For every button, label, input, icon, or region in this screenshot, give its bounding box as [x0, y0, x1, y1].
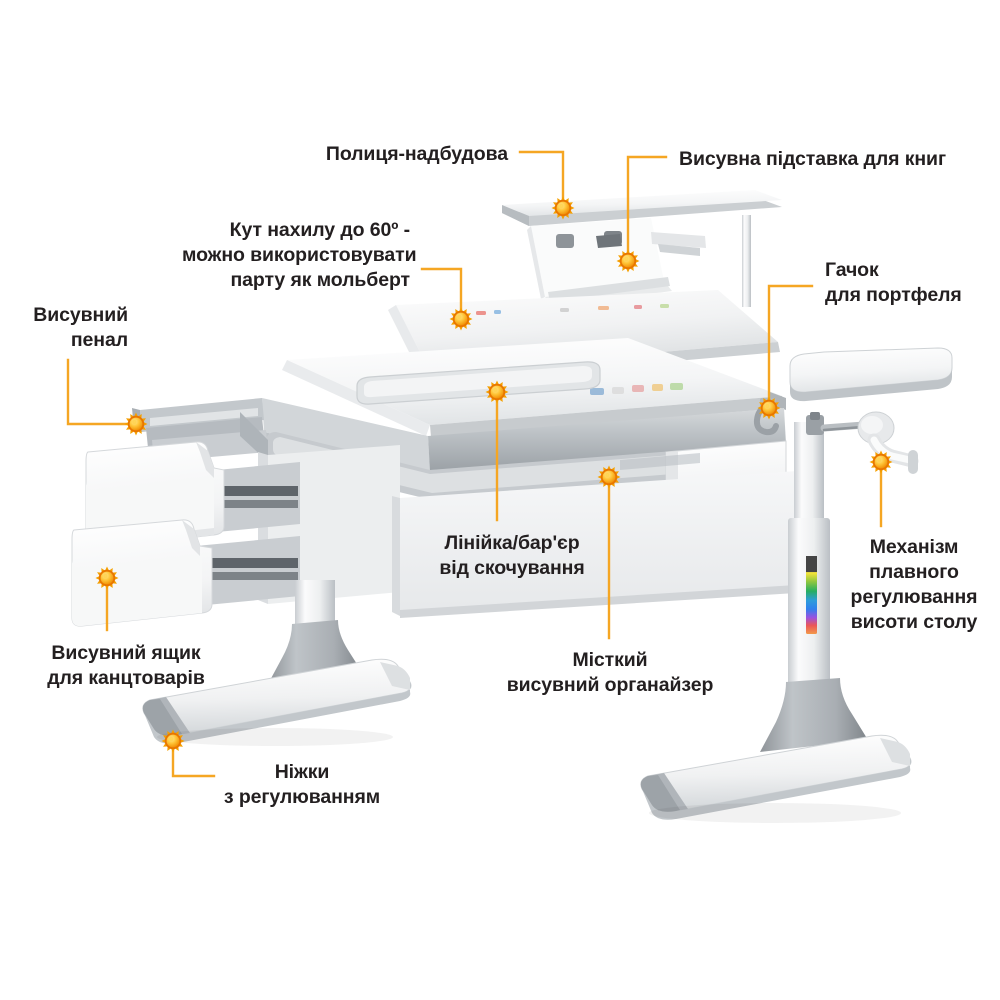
callout-marker-smooth-height-adjustment[interactable]	[869, 450, 893, 474]
callout-marker-pull-out-stationery-drawer[interactable]	[95, 566, 119, 590]
callout-line: Місткий	[572, 649, 648, 671]
callout-line: Механізм	[869, 536, 959, 558]
callout-label-shelf-superstructure: Полиця-надбудова	[312, 142, 508, 167]
callout-line: Висувна підставка для книг	[679, 148, 946, 170]
callout-line: регулювання	[850, 586, 978, 608]
callout-line: Лінійка/бар'єр	[444, 532, 580, 554]
callout-leader-lines	[66, 150, 883, 778]
callout-line: парту як мольберт	[230, 269, 411, 291]
callout-label-pull-out-stationery-drawer: Висувний ящик для канцтоварів	[32, 641, 220, 691]
marker-highlight	[103, 573, 108, 579]
callout-line: Ніжки	[274, 761, 330, 783]
callout-label-pull-out-pencil-case: Висувний пенал	[24, 303, 128, 353]
callout-line: Висувний	[33, 304, 128, 326]
callout-label-bag-hook: Гачок для портфеля	[825, 258, 975, 308]
callout-line: від скочування	[439, 557, 585, 579]
callout-marker-ruler-anti-roll-barrier[interactable]	[485, 380, 509, 404]
callout-marker-shelf-superstructure[interactable]	[551, 196, 575, 220]
callout-label-ruler-anti-roll-barrier: Лінійка/бар'єр від скочування	[434, 531, 590, 581]
callout-marker-spacious-pull-out-organizer[interactable]	[597, 465, 621, 489]
marker-highlight	[765, 403, 770, 409]
marker-highlight	[493, 387, 498, 393]
callout-markers	[95, 196, 893, 753]
marker-highlight	[457, 314, 462, 320]
callout-marker-pull-out-book-stand[interactable]	[616, 249, 640, 273]
rear-modesty-panel-art	[392, 470, 812, 618]
callout-line: плавного	[869, 561, 959, 583]
callout-line: з регулюванням	[223, 786, 381, 808]
callout-marker-tilt-angle-60[interactable]	[449, 307, 473, 331]
marker-highlight	[169, 736, 174, 742]
callout-line: Полиця-надбудова	[325, 143, 508, 165]
callout-line: можно використовувати	[182, 244, 417, 266]
shelf-superstructure-art	[502, 190, 782, 332]
callout-marker-pull-out-pencil-case[interactable]	[124, 412, 148, 436]
callout-line: висувний органайзер	[506, 674, 714, 696]
callout-line: пенал	[70, 329, 128, 351]
marker-highlight	[132, 419, 137, 425]
marker-highlight	[877, 457, 882, 463]
callout-marker-bag-hook[interactable]	[757, 396, 781, 420]
marker-highlight	[559, 203, 564, 209]
callout-label-pull-out-book-stand: Висувна підставка для книг	[679, 147, 963, 172]
callout-label-adjustable-feet: Ніжки з регулюванням	[222, 760, 382, 810]
callout-line: для портфеля	[825, 284, 962, 306]
book-stand-art	[527, 218, 706, 307]
marker-highlight	[605, 472, 610, 478]
anti-roll-ruler-bar-art	[356, 361, 601, 405]
marker-highlight	[624, 256, 629, 262]
callout-line: Кут нахилу до 60º -	[229, 219, 410, 241]
callout-label-spacious-pull-out-organizer: Місткий висувний органайзер	[492, 648, 728, 698]
callout-line: для канцтоварів	[47, 667, 205, 689]
right-leg-art	[640, 422, 912, 820]
callout-label-tilt-angle-60: Кут нахилу до 60º - можно використовувати…	[182, 218, 417, 293]
callout-label-smooth-height-adjustment: Механізм плавного регулювання висоти столу	[846, 535, 982, 635]
height-crank-art	[806, 411, 919, 474]
side-extension-top-art	[789, 347, 953, 402]
callout-line: Висувний ящик	[51, 642, 201, 664]
callout-line: Гачок	[825, 259, 879, 281]
callout-line: висоти столу	[850, 611, 978, 633]
callout-marker-adjustable-feet[interactable]	[161, 729, 185, 753]
